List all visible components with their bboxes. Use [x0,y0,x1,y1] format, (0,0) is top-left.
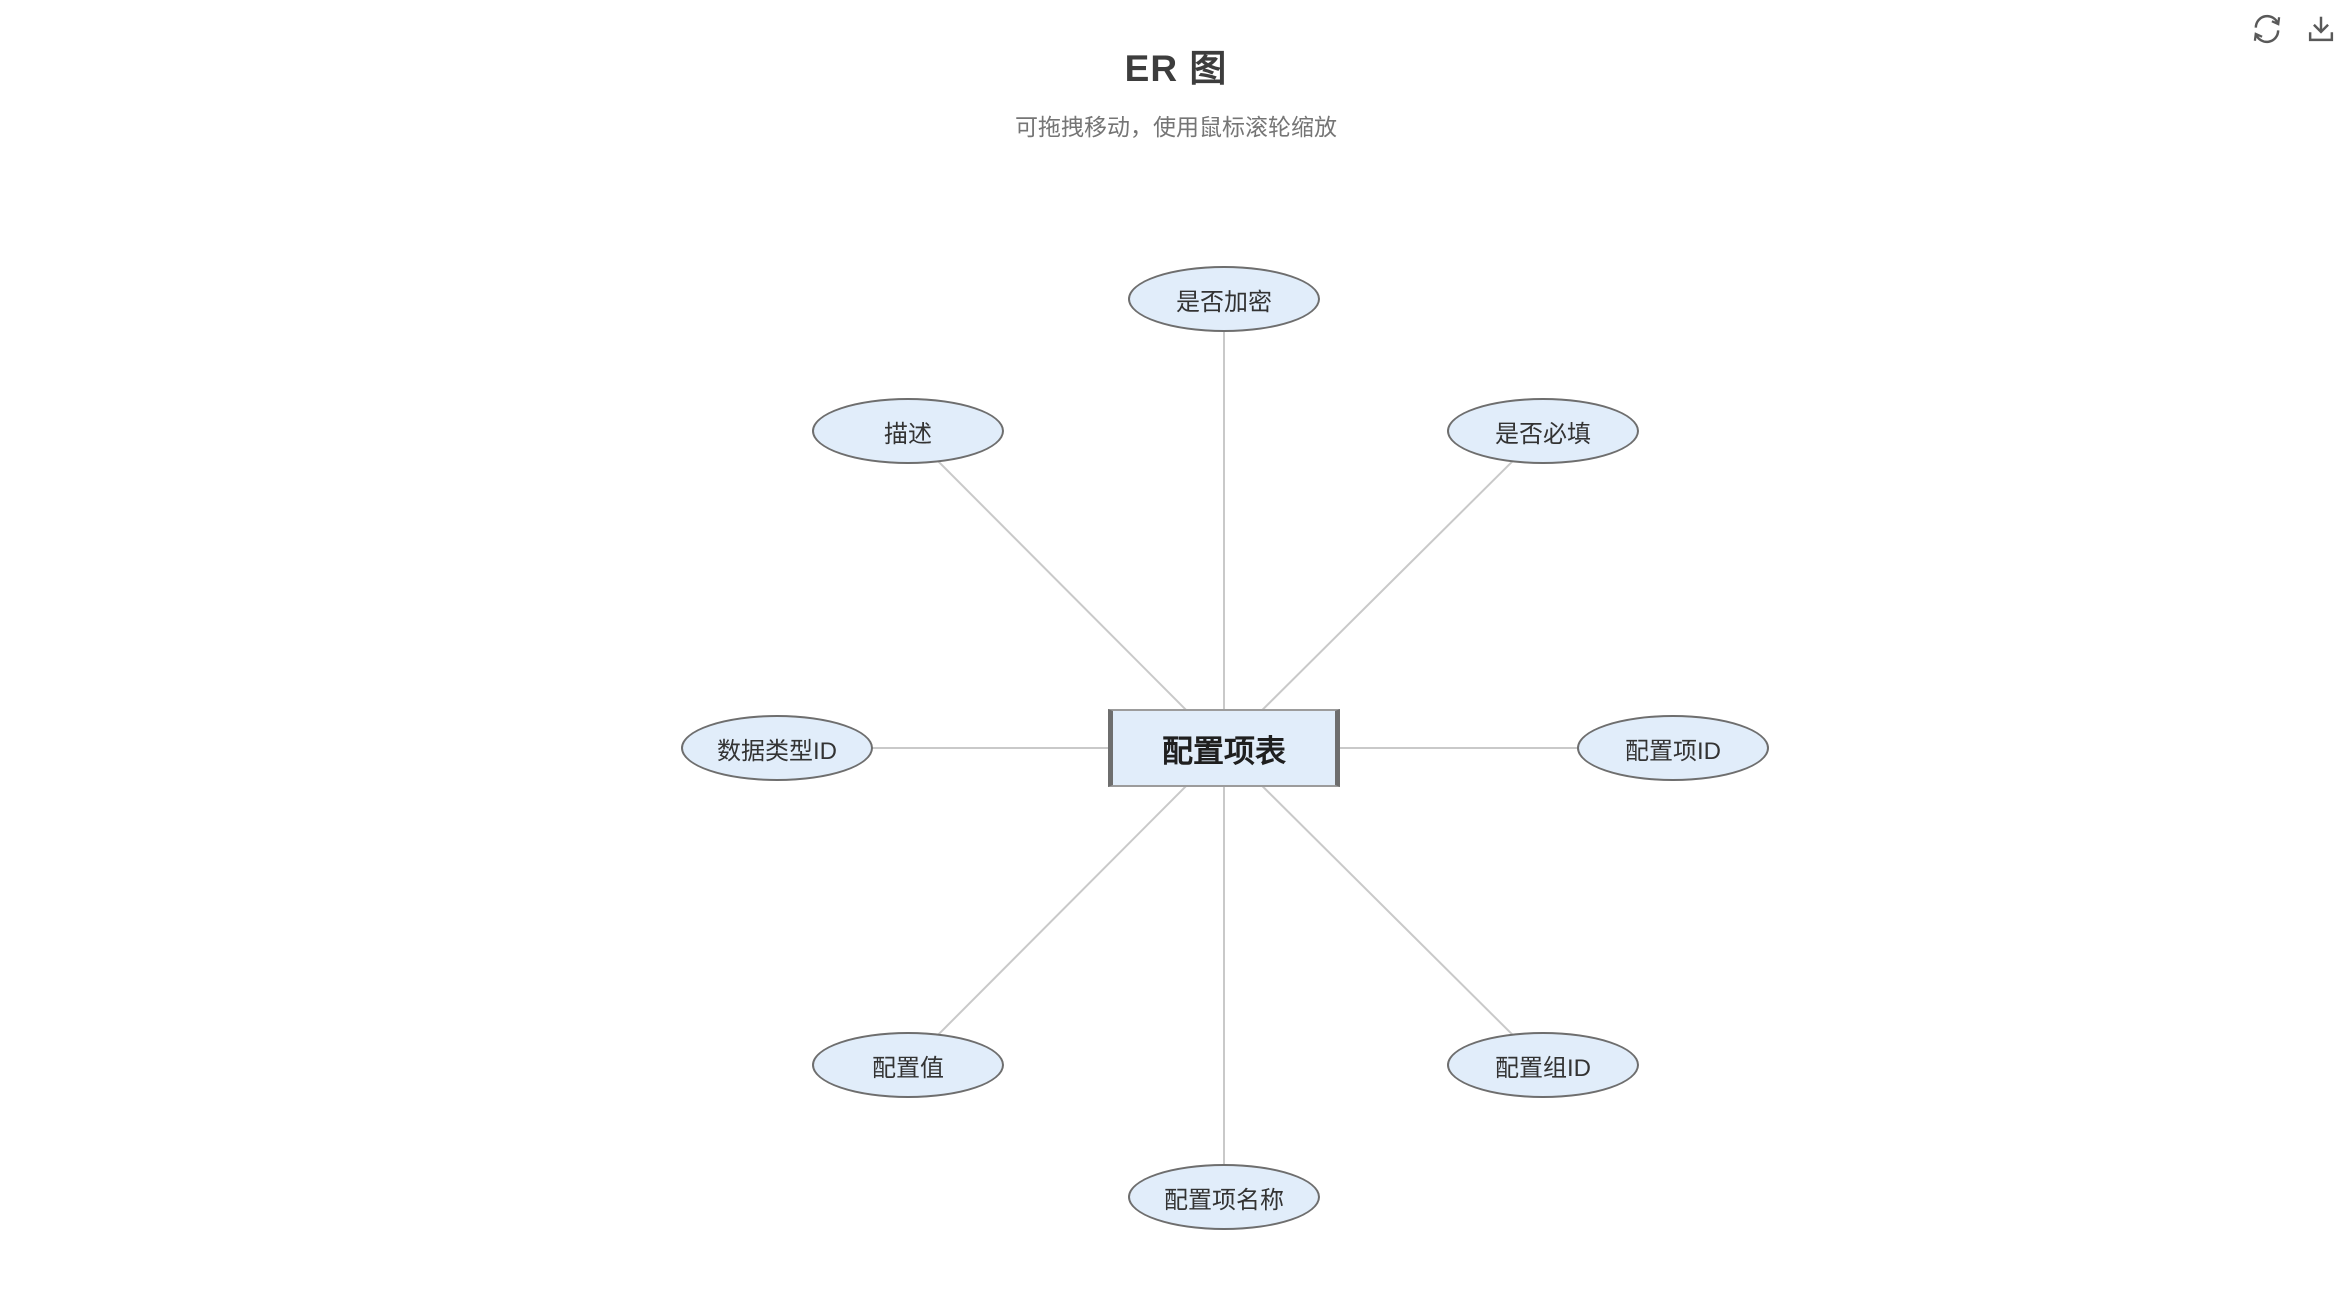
attribute-node-config-item-id[interactable]: 配置项ID [1577,715,1769,781]
refresh-button[interactable] [2248,10,2286,48]
entity-node-config-item-table[interactable]: 配置项表 [1108,709,1340,787]
download-button[interactable] [2302,10,2340,48]
connector-line-description [907,430,1225,749]
attribute-node-is-required[interactable]: 是否必填 [1447,398,1639,464]
toolbar [2248,10,2340,48]
connector-line-config-value [907,747,1225,1066]
attribute-node-data-type-id[interactable]: 数据类型ID [681,715,873,781]
attribute-node-config-item-name[interactable]: 配置项名称 [1128,1164,1320,1230]
attribute-node-config-value[interactable]: 配置值 [812,1032,1004,1098]
attribute-node-config-group-id[interactable]: 配置组ID [1447,1032,1639,1098]
download-icon [2308,16,2334,42]
attribute-node-description[interactable]: 描述 [812,398,1004,464]
connector-line-is-required [1223,430,1544,749]
connector-line-config-group-id [1223,747,1544,1066]
attribute-node-is-encrypted[interactable]: 是否加密 [1128,266,1320,332]
refresh-icon [2253,14,2281,44]
